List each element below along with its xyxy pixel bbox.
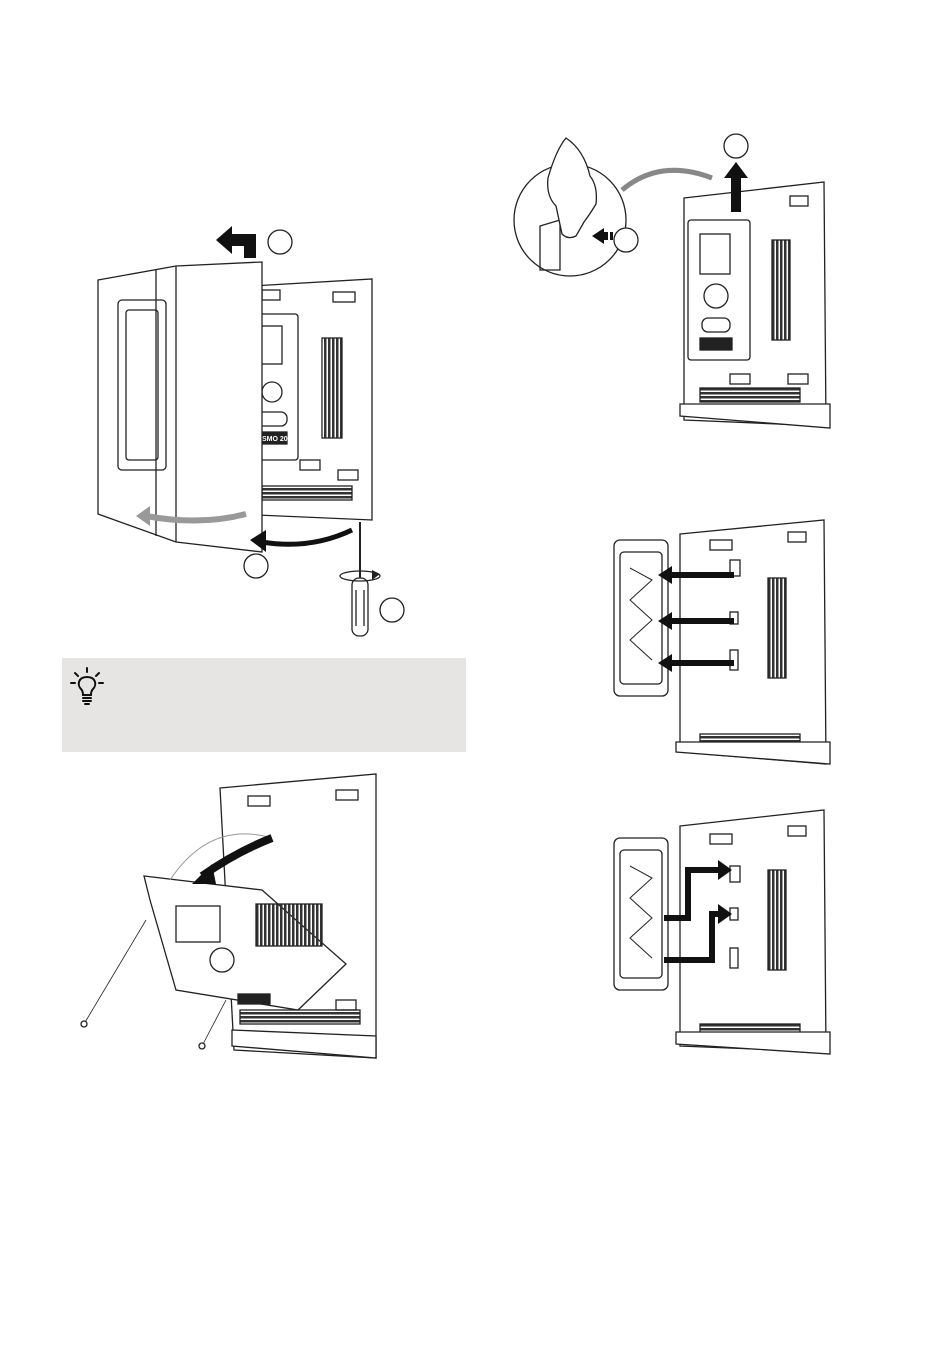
control-knob — [704, 284, 728, 308]
callout-connector — [622, 170, 712, 190]
back-housing-panel — [680, 810, 826, 1052]
arrow-pull-cover-grey — [146, 514, 246, 521]
power-switch — [702, 318, 730, 332]
display-module — [242, 314, 298, 460]
arrow-elbow-top — [664, 870, 724, 918]
arrow-top — [664, 572, 734, 578]
detail-callout — [514, 164, 626, 276]
cover-window — [118, 300, 166, 470]
unit-label: SMO 20 — [262, 436, 288, 443]
terminal-block-vertical — [772, 240, 790, 340]
step-marker-2 — [244, 554, 268, 578]
back-housing-panel — [220, 774, 376, 1058]
back-housing-panel — [680, 520, 826, 764]
front-cover — [98, 262, 262, 552]
back-housing-panel — [684, 182, 826, 426]
figure-display-reconnect — [614, 810, 830, 1054]
terminal-block-bottom — [700, 388, 800, 402]
step-marker-3 — [380, 598, 404, 622]
lightbulb-icon — [70, 667, 104, 707]
control-knob — [210, 948, 234, 972]
top-slot-left — [262, 290, 280, 300]
back-housing-panel — [234, 279, 372, 520]
step-marker-1 — [724, 134, 748, 158]
screwdriver-handle — [352, 578, 368, 636]
display-module-swung — [144, 876, 346, 1010]
arrow-press — [592, 228, 604, 244]
step-marker-2 — [614, 228, 638, 252]
figure-display-attach — [614, 520, 830, 764]
display-screen — [176, 906, 220, 942]
unit-badge — [255, 432, 287, 444]
arrow-up — [731, 174, 741, 212]
figure-remove-front-cover: SMO 20 — [98, 226, 404, 636]
terminal-block — [256, 904, 322, 946]
arrow-lift-up — [216, 226, 256, 258]
hand-icon — [548, 138, 597, 238]
display-screen — [258, 326, 282, 364]
arrow-swing-down — [202, 838, 272, 876]
terminal-block-vertical — [322, 338, 342, 438]
screw-bottom — [199, 1043, 205, 1049]
power-switch — [257, 412, 287, 426]
arrow-middle — [664, 618, 734, 624]
figure-display-lift-out — [514, 134, 830, 428]
display-screen — [700, 234, 730, 274]
display-module-detached — [614, 838, 668, 990]
top-slot-right — [333, 292, 355, 302]
arrow-bottom — [664, 660, 734, 666]
terminal-block-bottom — [262, 486, 352, 500]
rotate-indicator — [340, 571, 380, 581]
arrow-swing-cover — [262, 530, 352, 544]
figure-display-swing-down — [81, 774, 376, 1058]
tip-note-box — [62, 658, 466, 752]
screw-left — [81, 1021, 87, 1027]
display-module-detached — [614, 540, 668, 696]
control-knob — [262, 382, 282, 402]
display-module — [688, 220, 750, 360]
step-marker-1 — [268, 230, 292, 254]
arrow-elbow-bottom — [664, 914, 724, 960]
